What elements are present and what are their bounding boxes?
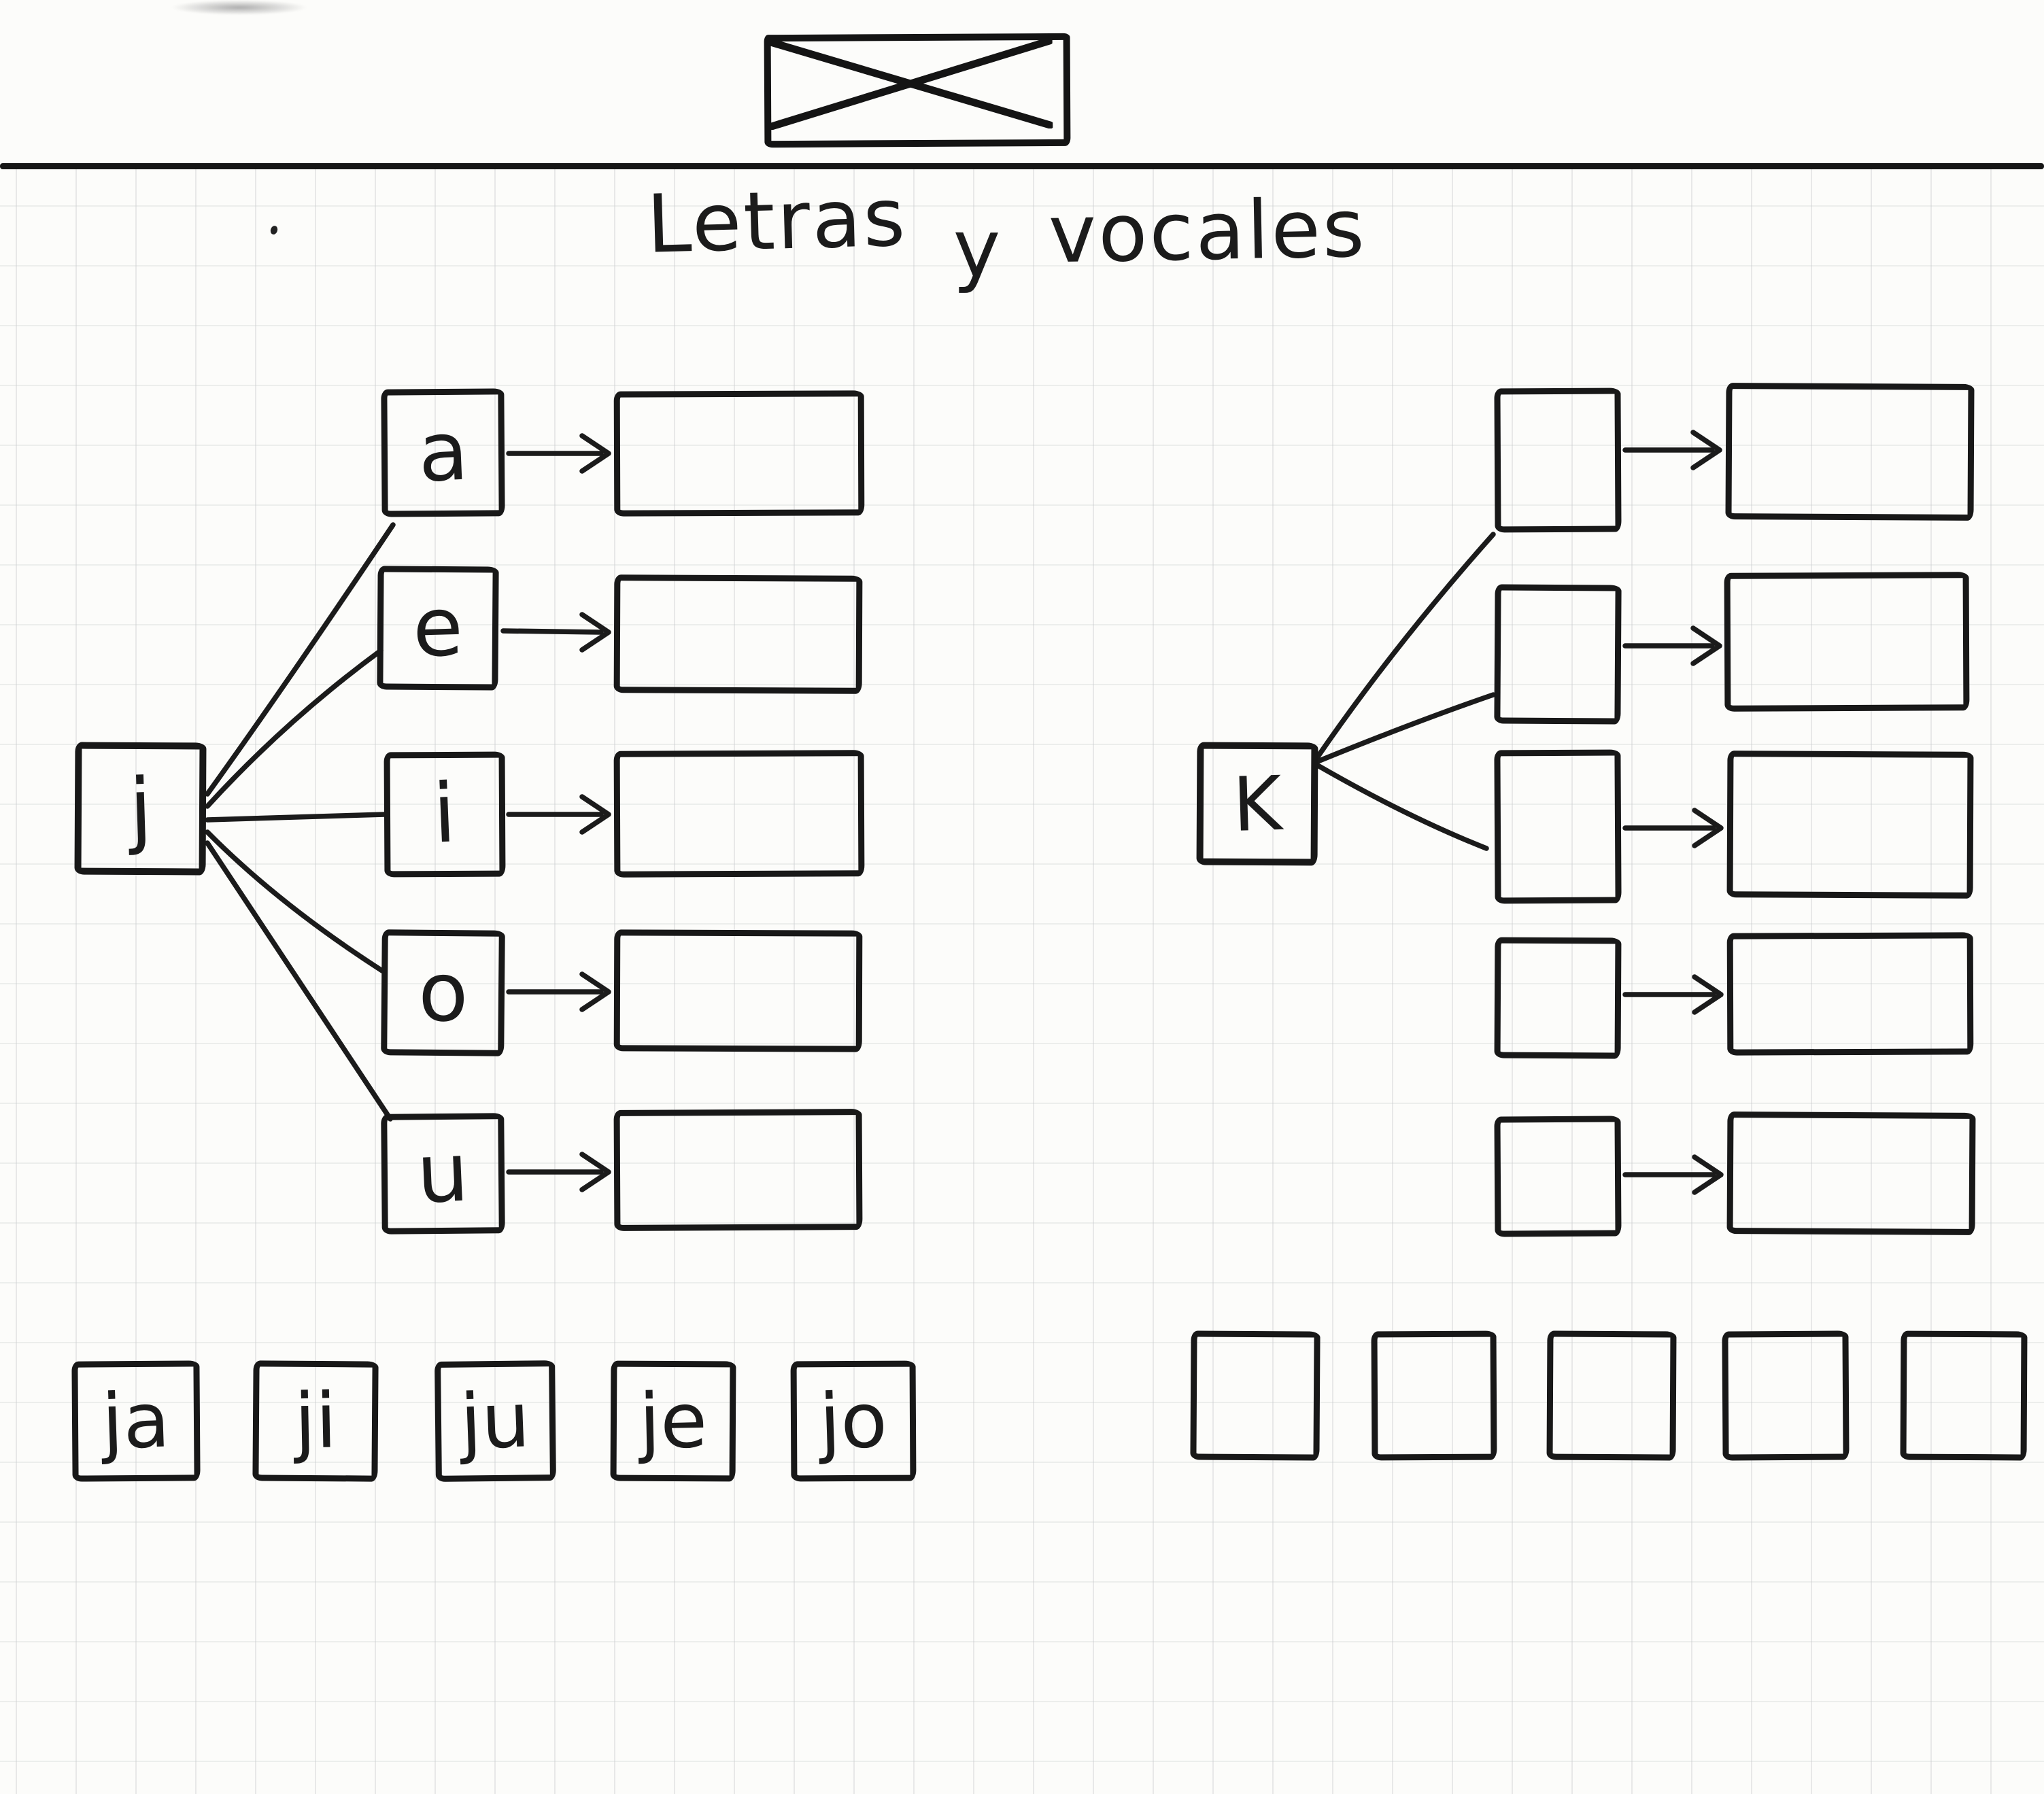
connector-j-to-u bbox=[205, 840, 393, 1122]
syllable-tile-ju: ju bbox=[435, 1360, 556, 1482]
image-placeholder-icon bbox=[764, 33, 1071, 148]
vowel-letter: u bbox=[415, 1124, 471, 1222]
empty-tile-4 bbox=[1722, 1330, 1850, 1461]
answer-blank-u bbox=[613, 1109, 863, 1231]
empty-tile-1 bbox=[1190, 1330, 1321, 1461]
vowel-box-u: u bbox=[381, 1113, 505, 1235]
syllable-tile-je: je bbox=[610, 1360, 736, 1482]
arrow-child5-to-blank bbox=[1622, 1154, 1724, 1195]
connector-j-to-e bbox=[205, 648, 384, 809]
k-answer-blank-5 bbox=[1726, 1111, 1976, 1235]
k-child-box-3 bbox=[1494, 749, 1622, 904]
k-answer-blank-4 bbox=[1726, 932, 1974, 1056]
vowel-box-a: a bbox=[381, 388, 505, 517]
connector-j-to-i bbox=[205, 812, 388, 823]
answer-blank-o bbox=[613, 929, 863, 1052]
arrow-child2-to-blank bbox=[1622, 625, 1722, 666]
syllable-label: jo bbox=[818, 1375, 889, 1467]
connector-k-to-child-3 bbox=[1315, 763, 1489, 851]
vowel-box-o: o bbox=[381, 929, 505, 1056]
k-child-box-4 bbox=[1494, 937, 1622, 1059]
syllable-label: je bbox=[638, 1376, 709, 1466]
k-answer-blank-3 bbox=[1726, 751, 1974, 899]
syllable-label: ja bbox=[100, 1375, 172, 1467]
syllable-label: ju bbox=[459, 1375, 532, 1467]
syllable-tile-jo: jo bbox=[790, 1360, 917, 1482]
vowel-letter: e bbox=[411, 579, 464, 676]
k-child-box-5 bbox=[1494, 1116, 1622, 1237]
vowel-letter: i bbox=[431, 766, 458, 862]
arrow-child1-to-blank bbox=[1622, 430, 1722, 470]
root-box-k: K bbox=[1196, 742, 1318, 866]
syllable-tile-ja: ja bbox=[71, 1360, 201, 1482]
answer-blank-i bbox=[613, 750, 865, 878]
root-box-j: j bbox=[74, 742, 207, 876]
k-child-box-2 bbox=[1494, 584, 1622, 725]
syllable-label: ji bbox=[293, 1376, 338, 1466]
syllable-tile-ji: ji bbox=[252, 1360, 379, 1482]
arrow-child4-to-blank bbox=[1622, 974, 1724, 1015]
header-divider-line bbox=[0, 163, 2044, 169]
empty-tile-5 bbox=[1900, 1330, 2028, 1461]
arrow-i-to-blank bbox=[506, 794, 611, 835]
empty-tile-3 bbox=[1546, 1330, 1677, 1461]
placeholder-cross-lines bbox=[768, 37, 1053, 131]
vowel-letter: o bbox=[416, 944, 469, 1041]
vowel-box-e: e bbox=[377, 566, 499, 691]
connector-k-to-child-1 bbox=[1314, 532, 1496, 761]
arrow-e-to-blank bbox=[500, 612, 611, 653]
arrow-a-to-blank bbox=[506, 433, 611, 474]
vowel-box-i: i bbox=[384, 751, 506, 878]
arrow-child3-to-blank bbox=[1622, 808, 1724, 848]
connector-j-to-a bbox=[205, 522, 396, 797]
scan-smudge bbox=[171, 0, 307, 15]
root-letter: j bbox=[127, 760, 154, 857]
k-answer-blank-1 bbox=[1725, 383, 1975, 521]
connector-j-to-o bbox=[205, 829, 385, 973]
vowel-letter: a bbox=[415, 404, 471, 501]
empty-tile-2 bbox=[1371, 1330, 1497, 1461]
arrow-o-to-blank bbox=[506, 971, 611, 1012]
arrow-u-to-blank bbox=[506, 1152, 611, 1192]
answer-blank-e bbox=[613, 574, 863, 694]
connector-k-to-child-2 bbox=[1315, 692, 1496, 764]
k-answer-blank-2 bbox=[1724, 572, 1970, 712]
k-child-box-1 bbox=[1494, 387, 1622, 533]
root-letter: K bbox=[1231, 759, 1283, 848]
answer-blank-a bbox=[613, 390, 865, 517]
